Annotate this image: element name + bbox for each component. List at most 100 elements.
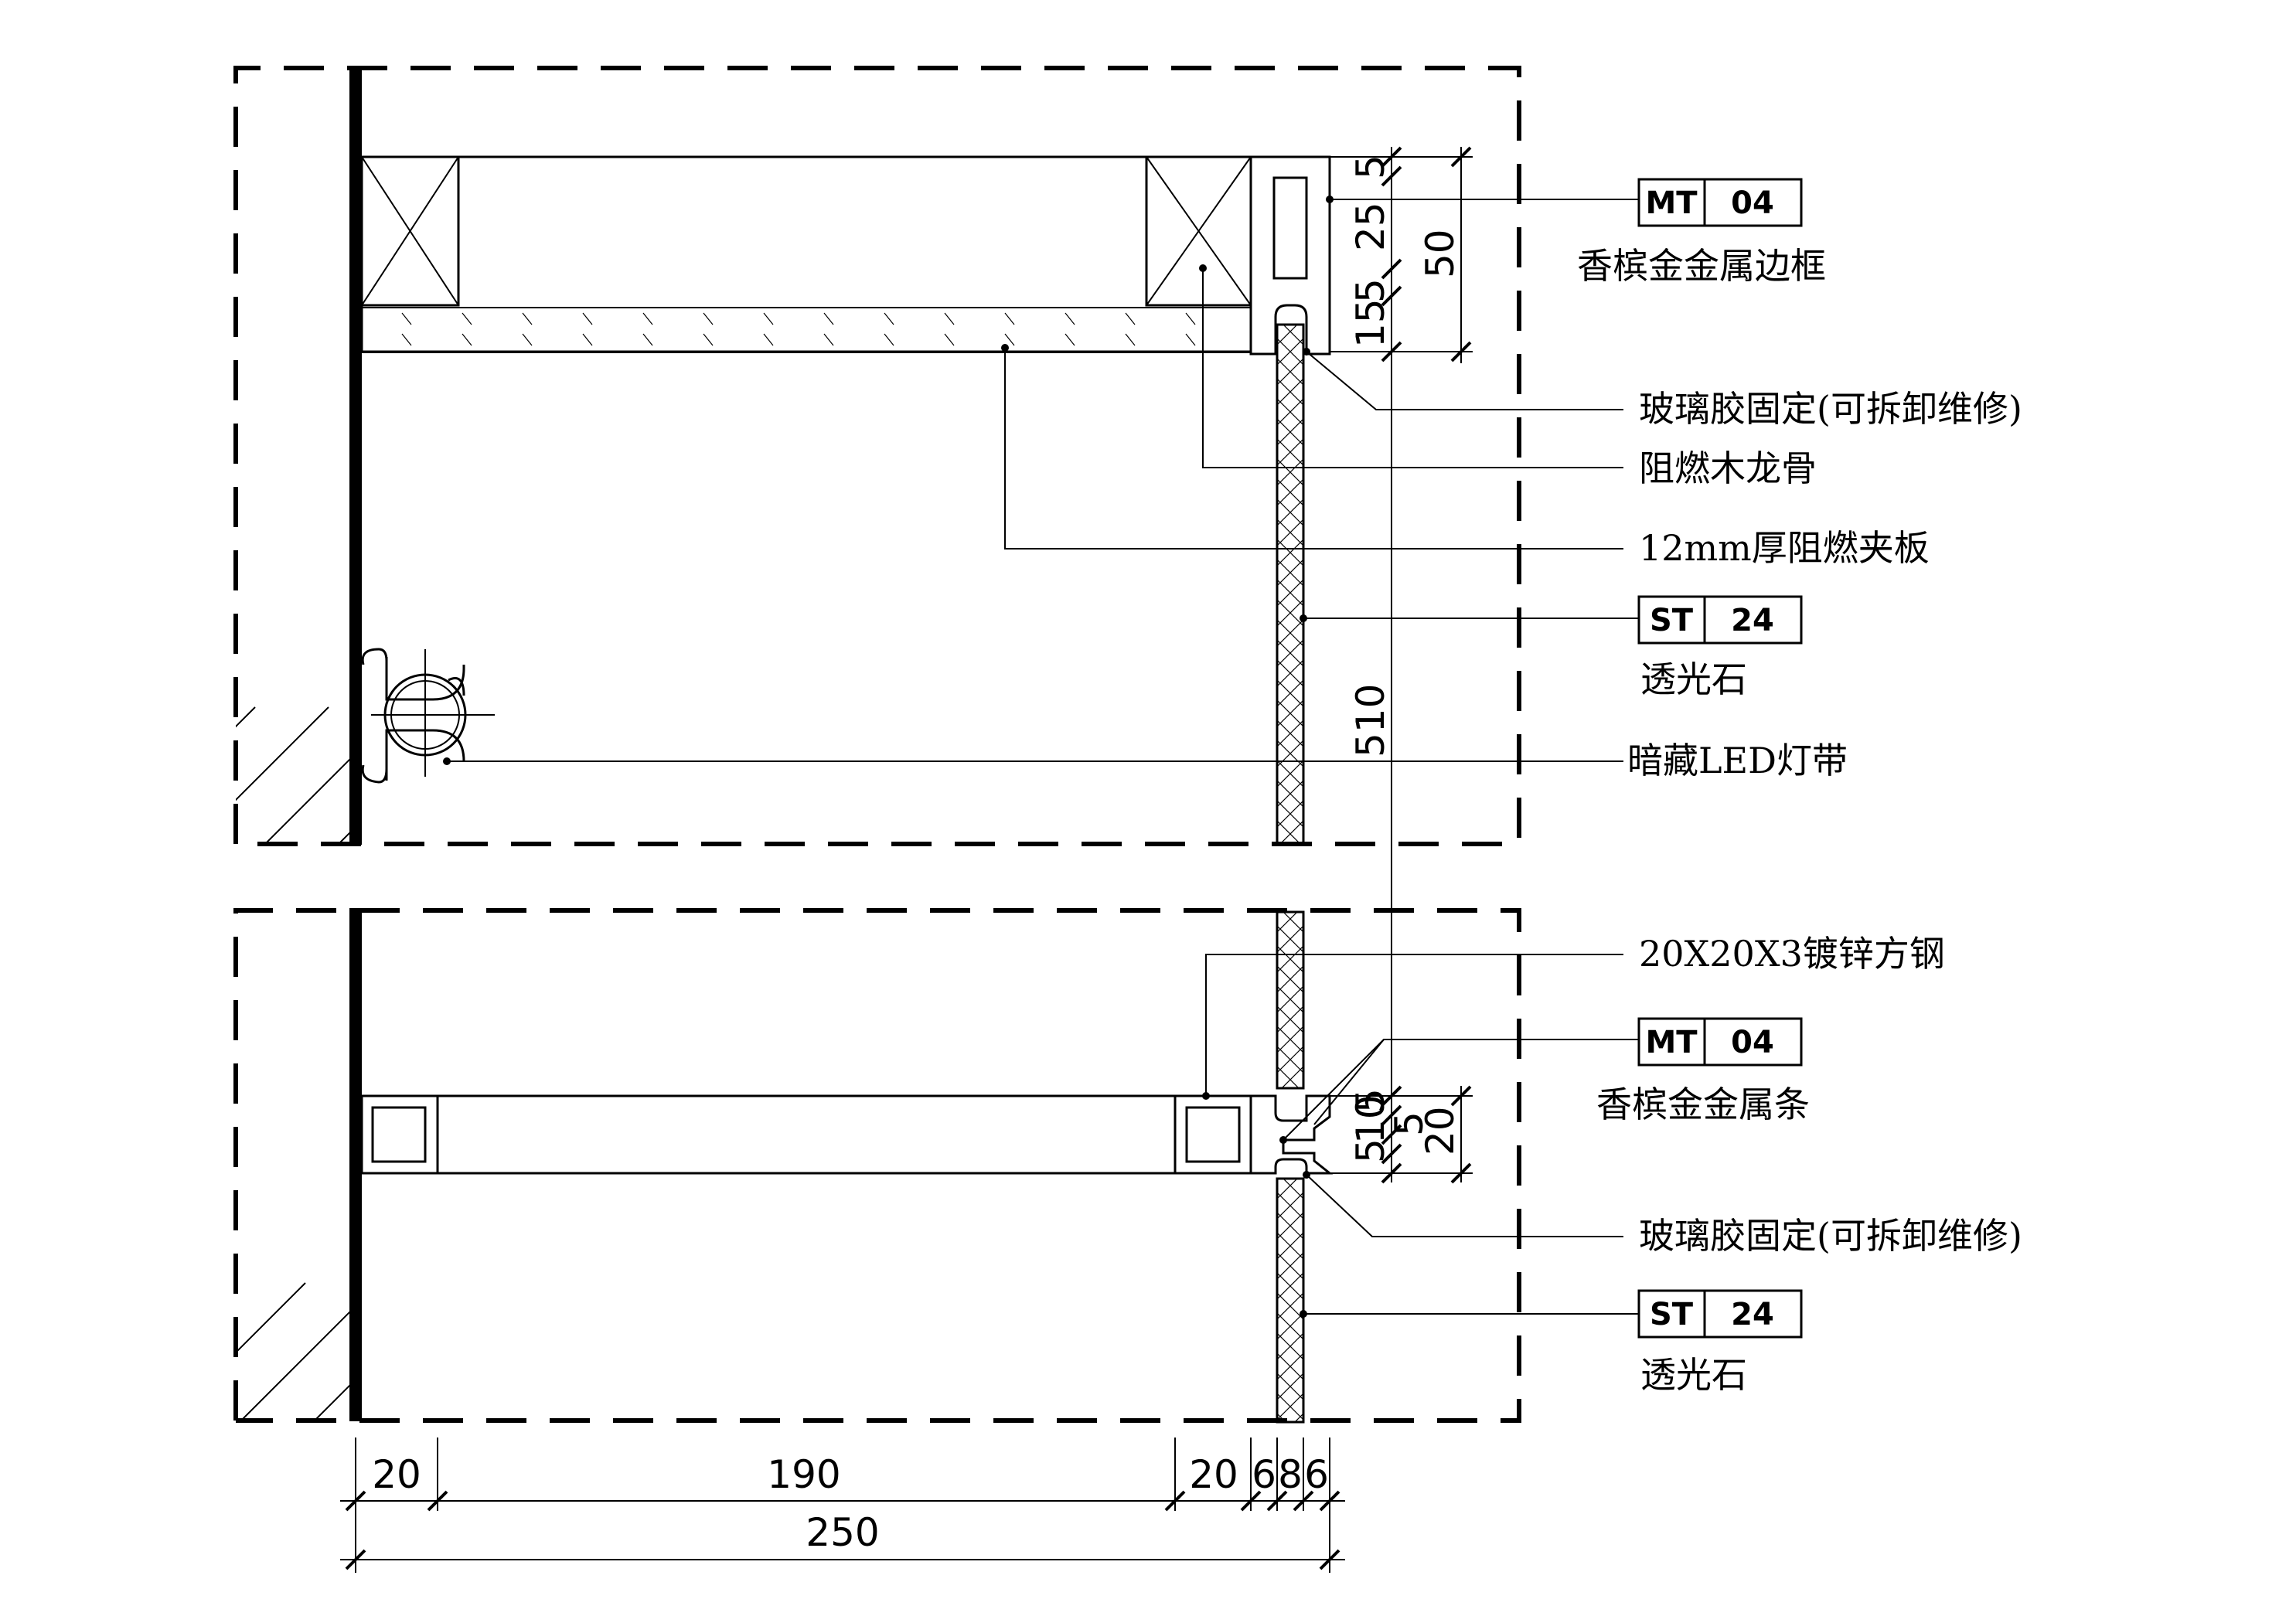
stone-hatch-line (1277, 1352, 1303, 1380)
metal-strip-profile (1249, 1094, 1334, 1175)
board-hatch-line (462, 333, 472, 346)
hatch-line (387, 1283, 526, 1422)
dim-chain-top (1330, 146, 1473, 1121)
stone-hatch-line (1277, 519, 1303, 546)
stone-hatch-line (1277, 599, 1303, 627)
dim-top-5b: 5 (1348, 278, 1393, 303)
board-hatch-line (944, 333, 955, 346)
stone-hatch-line (1277, 579, 1303, 607)
leaders-top (443, 196, 1639, 765)
wood-keel-right (1145, 155, 1252, 307)
stone-hatch-line (1277, 458, 1303, 486)
label-wood-keel: 阻燃木龙骨 (1639, 447, 1817, 489)
hatch-line (557, 707, 696, 846)
board-hatch-line (823, 312, 834, 325)
stone-hatch-line (1277, 1179, 1298, 1199)
stone-hatch-line (1277, 358, 1303, 386)
hatch-line (262, 756, 352, 846)
board-hatch-line (1065, 333, 1075, 346)
dim-w-20b: 20 (1189, 1452, 1238, 1497)
stone-hatch-line (1277, 1252, 1303, 1280)
caption-st24-bottom: 透光石 (1640, 1354, 1747, 1396)
tag-st24-bottom: ST 24 (1637, 1289, 1803, 1339)
hatch-line (1071, 707, 1210, 846)
hatch-line (680, 1283, 819, 1422)
plywood-board-top (362, 307, 1251, 353)
stone-hatch-line (1277, 478, 1303, 506)
svg-text:ST: ST (1650, 603, 1694, 638)
stone-hatch-line (1277, 1232, 1303, 1260)
label-led-strip: 暗藏LED灯带 (1627, 740, 1848, 781)
metal-frame-profile-top (1249, 155, 1331, 356)
svg-text:24: 24 (1731, 1297, 1774, 1332)
stone-hatch-line (1277, 1292, 1303, 1320)
stone-hatch-line (1277, 1312, 1303, 1340)
dim-w-8: 8 (1278, 1452, 1303, 1497)
stone-hatch-line (1277, 438, 1303, 466)
dim-w-250: 250 (806, 1510, 879, 1555)
hatch-line (924, 707, 1063, 846)
board-hatch-line (1004, 333, 1015, 346)
stone-hatch-line (1277, 985, 1303, 1013)
stone-hatch-line (1277, 1272, 1303, 1300)
board-hatch-line (642, 333, 653, 346)
board-hatch-line (1185, 312, 1196, 325)
dim-top-15: 15 (1348, 298, 1393, 348)
dim-w-190: 190 (767, 1452, 840, 1497)
square-steel-assembly (360, 1094, 1252, 1175)
leaders-bottom (1202, 954, 1639, 1318)
top-frame-box (360, 155, 1252, 353)
svg-text:MT: MT (1645, 1025, 1698, 1060)
hatch-line (0, 707, 35, 846)
led-strip-symbol (361, 648, 495, 784)
dim-overall-510: 510 (1348, 684, 1393, 757)
hatch-line (483, 707, 622, 846)
label-plywood: 12mm厚阻燃夹板 (1639, 527, 1930, 569)
stone-hatch-line (1301, 1086, 1303, 1088)
stone-hatch-line (1277, 1413, 1286, 1422)
hatch-line (777, 707, 916, 846)
bottom-section: 5 10 5 5 20 MT 04 香槟金金属条 ST 24 透光石 20X20… (0, 886, 2022, 1424)
board-hatch-line (401, 333, 412, 346)
stone-hatch-line (1277, 780, 1303, 808)
svg-text:24: 24 (1731, 603, 1774, 638)
stone-hatch-line (1277, 740, 1303, 767)
dim-bot-5c: 5 (1387, 1111, 1432, 1136)
bottom-section-outline (233, 908, 1521, 1423)
tag-mt04-top: MT 04 (1637, 178, 1803, 227)
hatch-line (410, 707, 549, 846)
svg-text:04: 04 (1731, 1025, 1774, 1060)
hatch-line (850, 707, 990, 846)
stone-hatch-line (1277, 639, 1303, 667)
hatch-line (0, 1283, 12, 1422)
stone-hatch-line (1277, 298, 1303, 325)
stone-hatch-line (1277, 338, 1303, 366)
label-glass-glue-top: 玻璃胶固定(可拆卸维修) (1639, 388, 2022, 430)
board-hatch-line (642, 312, 653, 325)
stone-hatch-line (1277, 679, 1303, 707)
hatch-line (312, 1382, 352, 1422)
hatch-line (93, 1283, 232, 1422)
stone-hatch-line (1277, 539, 1303, 567)
dim-w-20a: 20 (372, 1452, 421, 1497)
dim-w-6a: 6 (1252, 1452, 1276, 1497)
stone-hatch-line (1277, 945, 1303, 973)
stone-hatch-line (1277, 1005, 1303, 1033)
stone-hatch-line (1277, 298, 1303, 325)
stone-hatch-line (1277, 1192, 1303, 1220)
top-section: 5 25 15 5 50 510 MT 04 香槟金金属边框 ST 24 透光石… (0, 66, 2022, 1121)
stone-hatch-line (1277, 861, 1303, 887)
wall-hatch-bottom (0, 1282, 819, 1422)
stone-hatch-line (1277, 720, 1303, 747)
stone-hatch-line (1281, 1066, 1303, 1088)
stone-hatch-line (1277, 1393, 1303, 1421)
hatch-line (630, 707, 769, 846)
hatch-line (460, 1283, 599, 1422)
wall-line-bottom (349, 908, 362, 1421)
stone-hatch-line (1277, 659, 1303, 687)
stone-hatch-line (1277, 886, 1303, 912)
board-hatch-line (1065, 312, 1075, 325)
board-hatch-line (1185, 333, 1196, 346)
stone-hatch-line (1277, 325, 1298, 345)
